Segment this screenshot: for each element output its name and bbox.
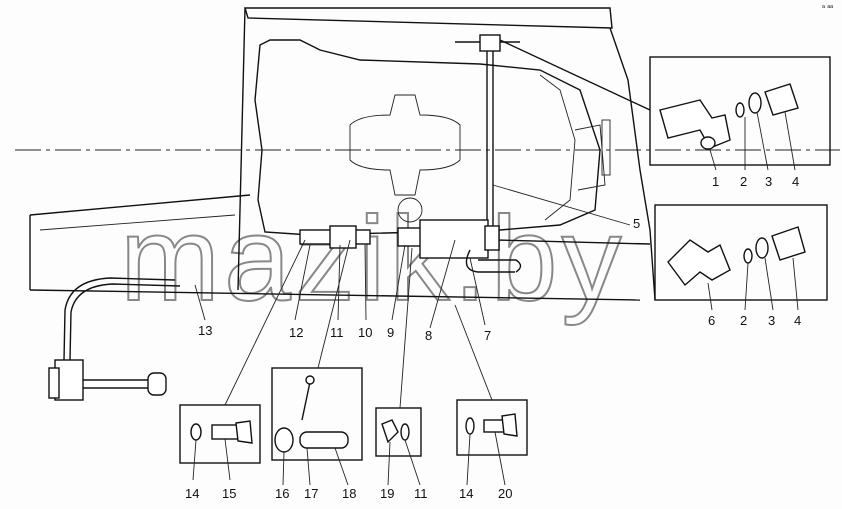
callout-12: 12 bbox=[289, 325, 303, 340]
watermark: mazik.by bbox=[120, 192, 625, 326]
shift-lever-assembly bbox=[48, 277, 181, 401]
callout-2-upper: 2 bbox=[740, 174, 747, 189]
callout-15: 15 bbox=[222, 486, 236, 501]
detail-box-lower-fitting bbox=[654, 204, 828, 301]
callout-4-lower: 4 bbox=[794, 313, 801, 328]
detail-box-bolt-20 bbox=[456, 399, 528, 456]
callout-14-right: 14 bbox=[459, 486, 473, 501]
callout-7: 7 bbox=[484, 328, 491, 343]
callout-18: 18 bbox=[342, 486, 356, 501]
detail-box-nut-19 bbox=[375, 407, 422, 457]
callout-16: 16 bbox=[275, 486, 289, 501]
callout-3-upper: 3 bbox=[765, 174, 772, 189]
cylinder-assembly bbox=[299, 219, 522, 273]
callout-1: 1 bbox=[712, 174, 719, 189]
callout-11-bottom: 11 bbox=[414, 486, 428, 501]
cab-outline bbox=[29, 7, 656, 301]
callout-19: 19 bbox=[380, 486, 394, 501]
callout-11-top: 11 bbox=[330, 325, 344, 340]
callout-10: 10 bbox=[358, 325, 372, 340]
callout-6: 6 bbox=[708, 313, 715, 328]
callout-3-lower: 3 bbox=[768, 313, 775, 328]
callout-14-left: 14 bbox=[185, 486, 199, 501]
callout-2-lower: 2 bbox=[740, 313, 747, 328]
callout-4-upper: 4 bbox=[792, 174, 799, 189]
corner-mark: ᵃ ᵃᵃ bbox=[822, 3, 834, 12]
callout-8: 8 bbox=[425, 328, 432, 343]
callout-13: 13 bbox=[198, 323, 212, 338]
air-line bbox=[455, 34, 651, 245]
detail-box-bolt-15 bbox=[179, 404, 261, 464]
callout-5: 5 bbox=[633, 216, 640, 231]
detail-box-upper-fitting bbox=[649, 56, 831, 166]
leader-lines bbox=[192, 111, 799, 486]
callout-17: 17 bbox=[304, 486, 318, 501]
callout-9: 9 bbox=[387, 325, 394, 340]
callout-20: 20 bbox=[498, 486, 512, 501]
detail-box-pin-18 bbox=[271, 367, 363, 461]
